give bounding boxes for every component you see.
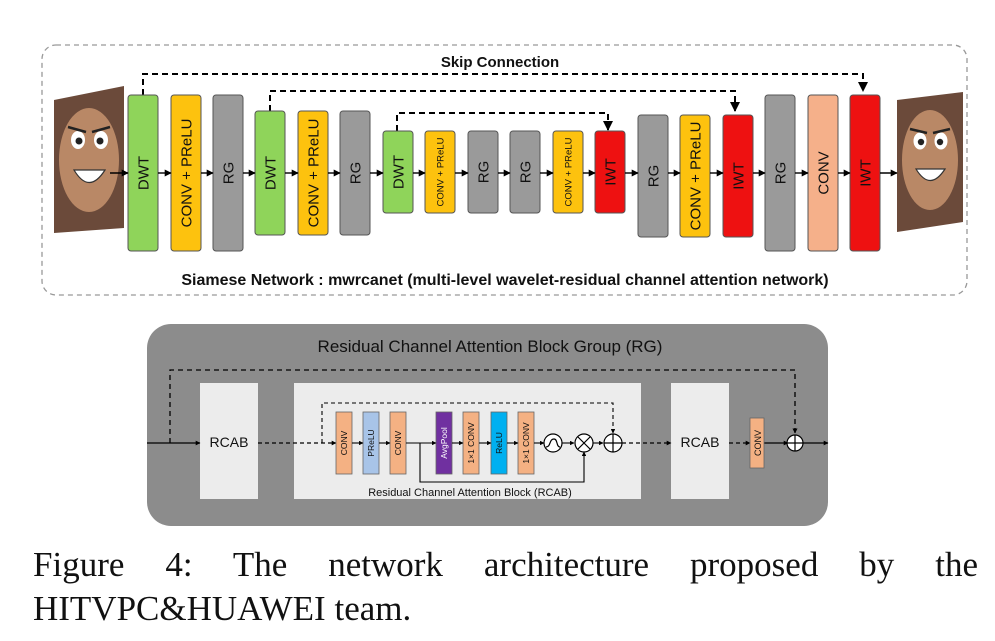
block-conv-prelu-14: CONV + PReLU bbox=[679, 114, 711, 238]
block-dwt-7: DWT bbox=[382, 130, 414, 214]
skip-connection-label: Skip Connection bbox=[441, 54, 559, 71]
rcab-block-label: 1×1 CONV bbox=[466, 422, 476, 464]
multiply-node bbox=[574, 433, 594, 453]
attention-branch bbox=[419, 443, 587, 483]
rcab-block-label: PReLU bbox=[366, 429, 376, 456]
block-label: DWT bbox=[390, 155, 407, 189]
block-label: IWT bbox=[857, 159, 874, 187]
rcab-right-label: RCAB bbox=[681, 434, 720, 450]
block-label: DWT bbox=[262, 156, 279, 190]
block-label: CONV + PReLU bbox=[563, 137, 574, 206]
rg-final-conv-label: CONV bbox=[753, 430, 763, 456]
rg-final-conv-block bbox=[749, 417, 765, 469]
caption-line-1: Figure 4: The network architecture propo… bbox=[33, 545, 978, 584]
block-label: IWT bbox=[602, 158, 619, 186]
rcab-1-1-conv-7: 1×1 CONV bbox=[517, 411, 535, 475]
output-face-image bbox=[897, 92, 963, 232]
pipeline-blocks: DWT CONV + PReLU RG DWT CONV + PReLU RG DWT CON… bbox=[127, 94, 881, 252]
block-rg-6: RG bbox=[339, 110, 371, 236]
block-conv-17: CONV bbox=[807, 94, 839, 252]
block-label: RG bbox=[517, 161, 534, 184]
block-rg-9: RG bbox=[467, 130, 499, 214]
block-label: RG bbox=[347, 162, 364, 185]
rcab-1-1-conv-5: 1×1 CONV bbox=[462, 411, 480, 475]
block-iwt-18: IWT bbox=[849, 94, 881, 252]
block-rg-16: RG bbox=[764, 94, 796, 252]
rcab-caption: Residual Channel Attention Block (RCAB) bbox=[368, 487, 572, 499]
rcab-block-label: AvgPool bbox=[439, 427, 449, 459]
skip-connections bbox=[142, 73, 868, 131]
block-label: CONV + PReLU bbox=[305, 119, 322, 228]
block-label: CONV + PReLU bbox=[687, 122, 704, 231]
block-rg-3: RG bbox=[212, 94, 244, 252]
rcab-block-label: 1×1 CONV bbox=[521, 422, 531, 464]
rg-title: Residual Channel Attention Block Group (… bbox=[318, 337, 663, 356]
rcab-block-label: CONV bbox=[339, 430, 349, 455]
block-rg-13: RG bbox=[637, 114, 669, 238]
block-label: RG bbox=[220, 162, 237, 185]
sigmoid-node bbox=[543, 433, 563, 453]
block-dwt-4: DWT bbox=[254, 110, 286, 236]
block-label: RG bbox=[645, 165, 662, 188]
caption-line-2: HITVPC&HUAWEI team. bbox=[33, 589, 412, 628]
network-title: Siamese Network : mwrcanet (multi-level … bbox=[181, 272, 828, 289]
block-conv-prelu-5: CONV + PReLU bbox=[297, 110, 329, 236]
block-label: RG bbox=[772, 162, 789, 185]
rcab-conv-1: CONV bbox=[335, 411, 353, 475]
rcab-right-box bbox=[671, 383, 729, 499]
block-rg-10: RG bbox=[509, 130, 541, 214]
rcab-skip-connection bbox=[321, 402, 616, 443]
figure-caption: Figure 4: The network architecture propo… bbox=[33, 543, 978, 631]
block-iwt-15: IWT bbox=[722, 114, 754, 238]
block-conv-prelu-2: CONV + PReLU bbox=[170, 94, 202, 252]
block-label: CONV + PReLU bbox=[435, 137, 446, 206]
siamese-network-panel bbox=[41, 44, 968, 296]
block-label: DWT bbox=[135, 156, 152, 190]
rcab-avgpool-4: AvgPool bbox=[435, 411, 453, 475]
rg-add-node bbox=[786, 434, 804, 452]
block-label: CONV + PReLU bbox=[178, 119, 195, 228]
rcab-relu-6: ReLU bbox=[490, 411, 508, 475]
block-conv-prelu-11: CONV + PReLU bbox=[552, 130, 584, 214]
rcab-conv-3: CONV bbox=[389, 411, 407, 475]
rcab-prelu-2: PReLU bbox=[362, 411, 380, 475]
block-conv-prelu-8: CONV + PReLU bbox=[424, 130, 456, 214]
block-iwt-12: IWT bbox=[594, 130, 626, 214]
rg-skip-connection bbox=[169, 369, 798, 443]
network-diagram: Skip Connection DWT CONV + PReLU RG DWT CONV… bbox=[41, 44, 968, 526]
rcab-block-label: CONV bbox=[393, 430, 403, 455]
rcab-left-box bbox=[200, 383, 258, 499]
rcab-add-node bbox=[603, 433, 623, 453]
block-label: RG bbox=[475, 161, 492, 184]
rcab-left-label: RCAB bbox=[210, 434, 249, 450]
block-label: IWT bbox=[730, 162, 747, 190]
block-dwt-1: DWT bbox=[127, 94, 159, 252]
input-face-image bbox=[54, 86, 124, 233]
block-label: CONV bbox=[815, 151, 832, 194]
rcab-block-label: ReLU bbox=[494, 432, 504, 454]
